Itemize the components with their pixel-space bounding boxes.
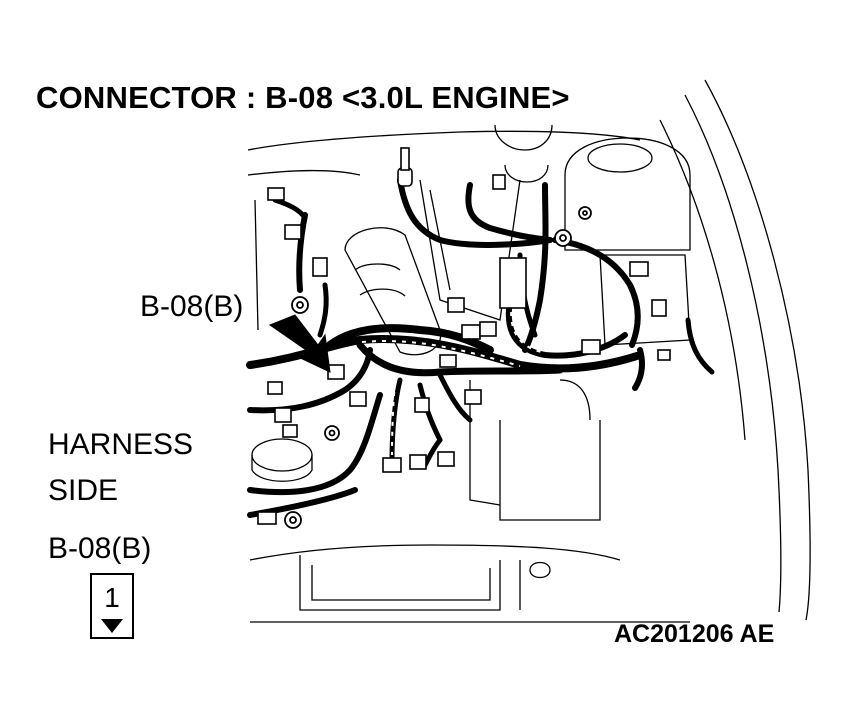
connector-callout-label: B-08(B) <box>140 290 244 323</box>
connector-pin-diagram: 1 <box>90 573 134 639</box>
harness-label-line1: HARNESS <box>48 428 194 461</box>
harness-connectors <box>257 147 671 525</box>
connector-label: B-08(B) <box>48 532 152 565</box>
harness-tape-marks <box>361 301 547 456</box>
pin-number: 1 <box>104 582 120 613</box>
pin-triangle-icon <box>101 619 123 633</box>
diagram-title: CONNECTOR : B-08 <3.0L ENGINE> <box>36 80 570 115</box>
reference-code: AC201206 AE <box>614 620 775 648</box>
harness-label-line2: SIDE <box>48 474 119 507</box>
callout-arrow <box>268 314 331 373</box>
wiring-harness <box>246 177 715 518</box>
ground-terminals <box>284 206 592 529</box>
